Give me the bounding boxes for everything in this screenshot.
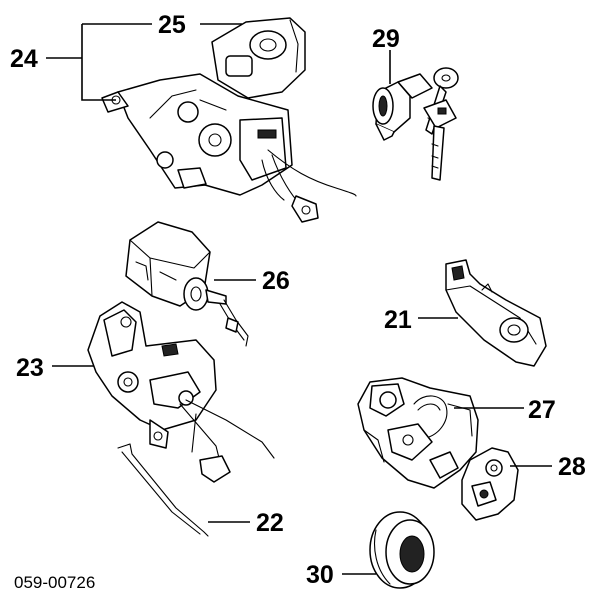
latch-assembly [357, 377, 479, 489]
leader-lines [46, 23, 552, 575]
callout-26: 26 [262, 267, 290, 295]
grommet-seal [369, 511, 435, 589]
callout-29: 29 [372, 25, 400, 53]
latch-lever [461, 447, 519, 521]
outside-handle [445, 259, 547, 367]
callout-24: 24 [10, 45, 38, 73]
callout-27: 27 [528, 396, 556, 424]
callout-labels: 24 25 29 26 21 23 27 28 22 30 [10, 11, 586, 589]
callout-25: 25 [158, 11, 186, 39]
callout-23: 23 [16, 354, 44, 382]
lock-actuator-assembly [101, 17, 357, 223]
callout-30: 30 [306, 561, 334, 589]
callout-22: 22 [256, 509, 284, 537]
actuator-motor [125, 221, 249, 347]
callout-21: 21 [384, 306, 412, 334]
link-rod [117, 443, 209, 537]
figure-code: 059-00726 [14, 573, 95, 592]
key-cylinder-with-keys [372, 67, 459, 181]
door-latch [87, 301, 275, 483]
callout-28: 28 [558, 453, 586, 481]
